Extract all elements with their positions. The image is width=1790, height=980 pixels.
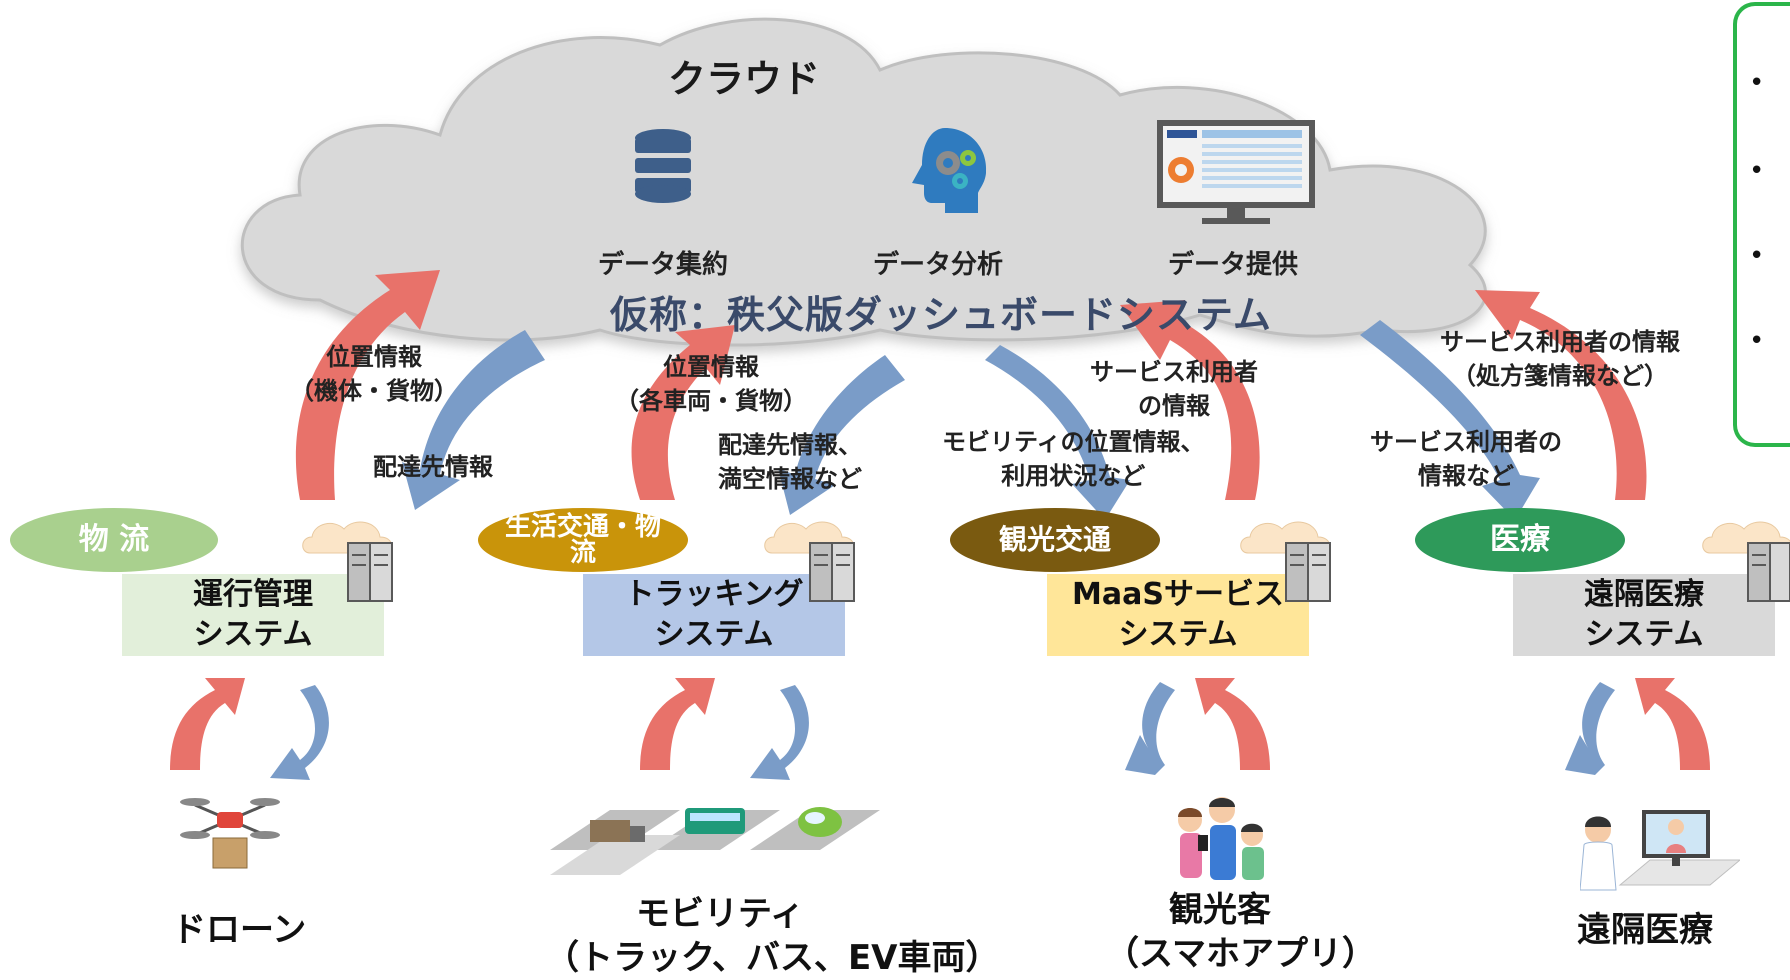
arrow-med-up (1475, 290, 1647, 500)
arrow-maas-bottom-down (1125, 682, 1175, 775)
tourists-icon (1178, 797, 1264, 880)
cloud-server-icon (1702, 521, 1790, 602)
cloud-title: クラウド (668, 57, 821, 101)
cloud-server-icon (302, 521, 393, 602)
arrow-med-bottom-down (1565, 682, 1615, 775)
data-analysis-label: データ分析 (873, 250, 1004, 280)
flow-label-maas-down: モビリティの位置情報、利用状況など (942, 428, 1205, 490)
cloud-server-icon (764, 521, 855, 602)
bottom-label-tourists: 観光客（スマホアプリ） (1105, 890, 1376, 974)
database-icon (635, 129, 691, 203)
arrow-drone-down (402, 330, 545, 510)
arrow-truck-up (631, 325, 735, 500)
arrow-maas-bottom-up (1195, 678, 1270, 770)
vehicles-icon (550, 807, 880, 875)
system-box-telemedicine: 遠隔医療システム (1513, 574, 1775, 656)
upward-arrows (170, 270, 1710, 770)
system-box-maas: MaaSサービスシステム (1047, 574, 1309, 656)
legend-panel: • • • • (1733, 2, 1790, 447)
flow-label-drone-down: 配達先情報 (373, 453, 493, 481)
arrow-truck-down (778, 355, 905, 515)
drone-icon (180, 798, 280, 869)
flow-label-truck-up: 位置情報（各車両・貨物） (615, 353, 807, 415)
bottom-label-mobility: モビリティ（トラック、バス、EV車両） (545, 894, 1000, 978)
cloud-shape (240, 17, 1487, 347)
legend-bullet: • (1749, 326, 1765, 356)
arrow-truck-bottom-down (750, 685, 809, 780)
telemedicine-icon (1580, 810, 1740, 891)
flow-label-med-up: サービス利用者の情報（処方箋情報など） (1440, 328, 1680, 390)
flow-label-maas-up: サービス利用者の情報 (1090, 358, 1258, 420)
system-box-tracking: トラッキングシステム (583, 574, 845, 656)
arrow-med-down (1360, 320, 1540, 520)
brain-gear-icon (912, 128, 987, 213)
arrow-truck-bottom-up (640, 678, 715, 770)
legend-bullet: • (1749, 156, 1765, 186)
category-tourism-transport: 観光交通 (950, 508, 1160, 572)
flow-label-med-down: サービス利用者の情報など (1370, 428, 1562, 490)
bottom-label-telemedicine: 遠隔医療 (1577, 910, 1713, 950)
arrow-maas-up (1120, 300, 1260, 500)
arrow-maas-down (985, 345, 1130, 520)
arrow-drone-bottom-down (270, 685, 329, 780)
arrow-drone-bottom-up (170, 678, 245, 770)
cloud-server-icon (1240, 521, 1331, 602)
category-medical: 医療 (1415, 508, 1625, 572)
data-aggregation-label: データ集約 (598, 250, 729, 280)
dashboard-system-name: 仮称：秩父版ダッシュボードシステム (610, 293, 1272, 337)
flow-label-truck-down: 配達先情報、満空情報など (718, 431, 862, 493)
category-logistics: 物 流 (10, 508, 218, 572)
bottom-label-drone: ドローン (172, 910, 307, 950)
downward-arrows (270, 320, 1615, 780)
legend-bullet: • (1749, 68, 1765, 98)
arrow-med-bottom-up (1635, 678, 1710, 770)
data-provision-label: データ提供 (1168, 250, 1299, 280)
category-transport-logistics: 生活交通・物流 (478, 508, 688, 572)
legend-bullet: • (1749, 241, 1765, 271)
arrow-drone-up (295, 270, 440, 500)
system-box-operation-management: 運行管理システム (122, 574, 384, 656)
monitor-dashboard-icon (1157, 120, 1315, 224)
flow-label-drone-up: 位置情報（機体・貨物） (290, 343, 458, 405)
